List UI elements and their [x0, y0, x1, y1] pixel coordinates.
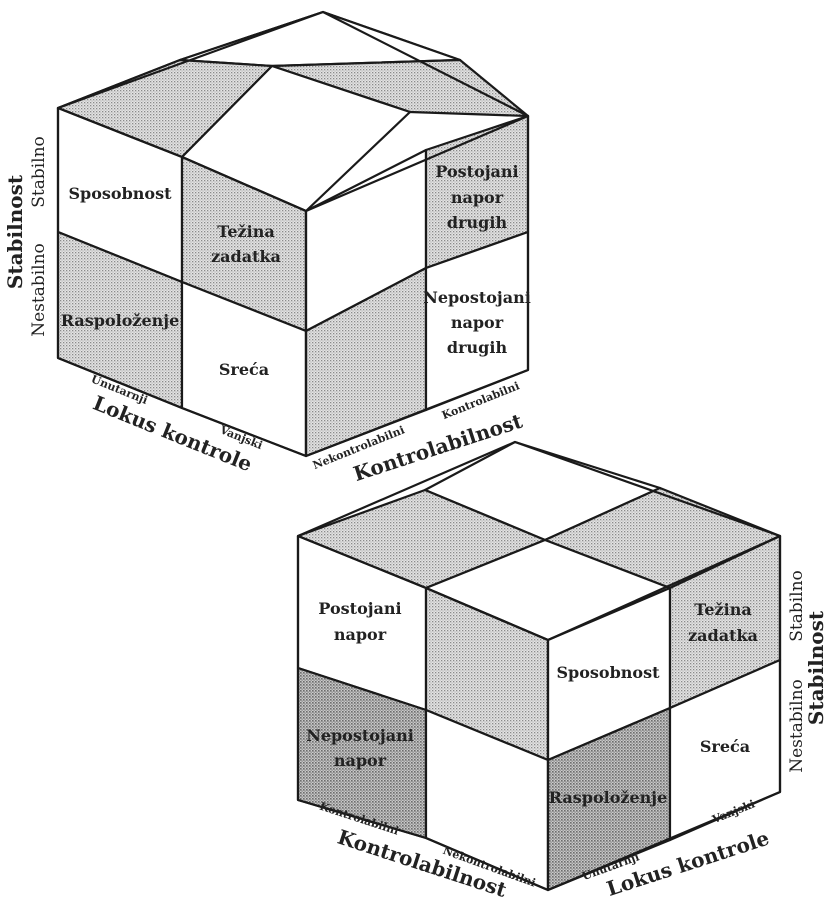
cube2-label-tezina-line2: zadatka: [688, 626, 758, 645]
cube-1: Sposobnost Težina zadatka Postojani napo…: [3, 10, 531, 486]
cube1-label-raspolozenje: Raspoloženje: [61, 311, 180, 330]
cube1-label-sreca: Sreća: [219, 360, 269, 379]
cube2-label-postojani-line1: Postojani: [318, 599, 401, 618]
cube1-label-sposobnost: Sposobnost: [69, 184, 173, 203]
cube1-axis-stabilno: Stabilno: [29, 136, 49, 208]
cube1-label-tezina-line1: Težina: [217, 222, 274, 241]
cube2-label-postojani-line2: napor: [334, 625, 387, 644]
cube2-label-tezina-line1: Težina: [694, 600, 751, 619]
cube1-label-nepostojani-line3: drugih: [447, 338, 508, 357]
cube2-label-raspolozenje: Raspoloženje: [549, 788, 668, 807]
cube1-label-postojani-line3: drugih: [447, 213, 508, 232]
cube2-label-nepostojani-line2: napor: [334, 751, 387, 770]
cube1-label-tezina-line2: zadatka: [211, 247, 281, 266]
cube1-label-postojani-line2: napor: [451, 188, 504, 207]
cube2-axis-stabilnost: Stabilnost: [804, 610, 828, 725]
cube1-label-nepostojani-line2: napor: [451, 313, 504, 332]
cube1-axis-nestabilno: Nestabilno: [29, 243, 49, 337]
cube2-axis-nestabilno: Nestabilno: [787, 679, 807, 773]
cube2-axis-stabilno: Stabilno: [787, 570, 807, 642]
cube1-label-nepostojani-line1: Nepostojani: [423, 288, 531, 307]
cube1-label-postojani-line1: Postojani: [435, 162, 518, 181]
cube1-axis-stabilnost: Stabilnost: [3, 174, 27, 289]
cube1-top-back-cell: [178, 10, 462, 68]
cube2-label-sposobnost: Sposobnost: [557, 663, 661, 682]
cube2-label-sreca: Sreća: [700, 737, 750, 756]
cube-2: Postojani napor Nepostojani napor Sposob…: [296, 440, 828, 902]
cube2-label-nepostojani-line1: Nepostojani: [306, 726, 414, 745]
